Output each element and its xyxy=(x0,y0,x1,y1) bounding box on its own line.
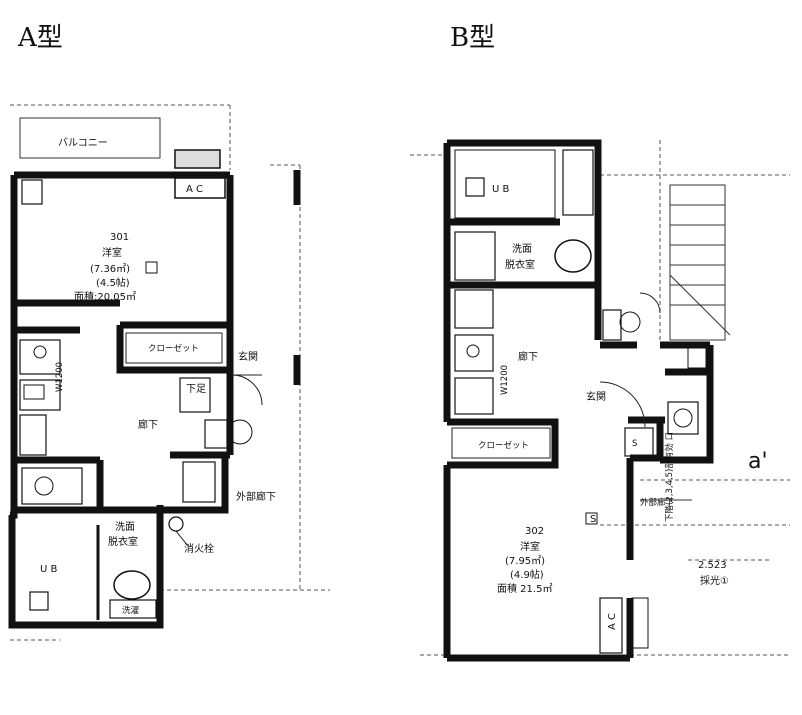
plan-a-width: W1200 xyxy=(55,362,65,392)
plan-a-closet: クローゼット xyxy=(148,343,199,354)
plan-a-hallway: 廊下 xyxy=(138,418,158,431)
plan-b-entrance: 玄関 xyxy=(586,390,606,403)
plan-b-closet: クローゼット xyxy=(478,440,529,451)
plan-a: A型 バルコニー xyxy=(8,23,330,641)
plan-a-toilet: 洗濯 xyxy=(122,605,140,616)
plan-a-meter xyxy=(21,179,43,205)
balcony-label: バルコニー xyxy=(58,137,108,149)
plan-a-bathroom: U B xyxy=(40,564,57,575)
plan-a-ext-corridor: 外部廊下 xyxy=(236,490,276,503)
plan-b-marker: a' xyxy=(748,449,768,474)
plan-b-ac: A C xyxy=(607,613,618,630)
plan-b-stair xyxy=(669,184,731,341)
plan-a-entrance: 玄関 xyxy=(238,350,258,363)
plan-b-room-size: (4.9帖) xyxy=(510,568,544,581)
plan-a-fire-ext: 消火栓 xyxy=(184,542,214,555)
plan-b-dim: 2.523 xyxy=(698,560,727,571)
plan-a-ac-label: A C xyxy=(186,184,203,195)
plan-b-mark-s2: S xyxy=(632,439,637,449)
plan-b-mark-s: S xyxy=(590,514,596,525)
plan-a-room-name: 洋室 xyxy=(102,246,122,259)
plan-a-floor-area: 面積:20.05㎡ xyxy=(74,290,136,303)
plan-b-bathroom: U B xyxy=(492,184,509,195)
plan-b-floor-area: 面積 21.5㎡ xyxy=(497,582,552,595)
plan-b: B型 xyxy=(410,23,790,662)
plan-b-ext-walk: 外部廊下 xyxy=(640,497,675,508)
plan-b-light: 採光① xyxy=(700,574,729,587)
plan-a-shoebox: 下足 xyxy=(186,383,206,395)
plan-b-width: W1200 xyxy=(500,365,510,395)
plan-b-room-no: 302 xyxy=(525,526,544,537)
plan-b-title: B型 xyxy=(450,23,495,53)
plan-a-walls xyxy=(8,170,301,629)
plan-a-balcony: バルコニー xyxy=(19,117,221,169)
plan-b-hallway: 廊下 xyxy=(518,350,538,363)
plan-b-walls xyxy=(443,139,714,662)
plan-a-room-area: (7.36㎡) xyxy=(90,263,130,275)
plan-a-ac-unit xyxy=(174,177,226,199)
plan-b-washroom-1: 洗面 xyxy=(512,243,532,255)
plan-b-washroom-2: 脱衣室 xyxy=(505,258,535,271)
plan-b-side-note: 下階(2,3,4,5)部有効 口 xyxy=(664,432,675,522)
plan-a-room-size: (4.5帖) xyxy=(96,276,130,289)
plan-b-room-area: (7.95㎡) xyxy=(505,555,545,567)
plan-a-washroom-1: 洗面 xyxy=(115,521,135,533)
fire-extinguisher-icon xyxy=(168,516,184,532)
plan-b-room-name: 洋室 xyxy=(520,540,540,553)
plan-a-washroom-2: 脱衣室 xyxy=(108,535,138,548)
plan-a-title: A型 xyxy=(17,23,63,53)
plan-a-room-no: 301 xyxy=(110,232,129,243)
